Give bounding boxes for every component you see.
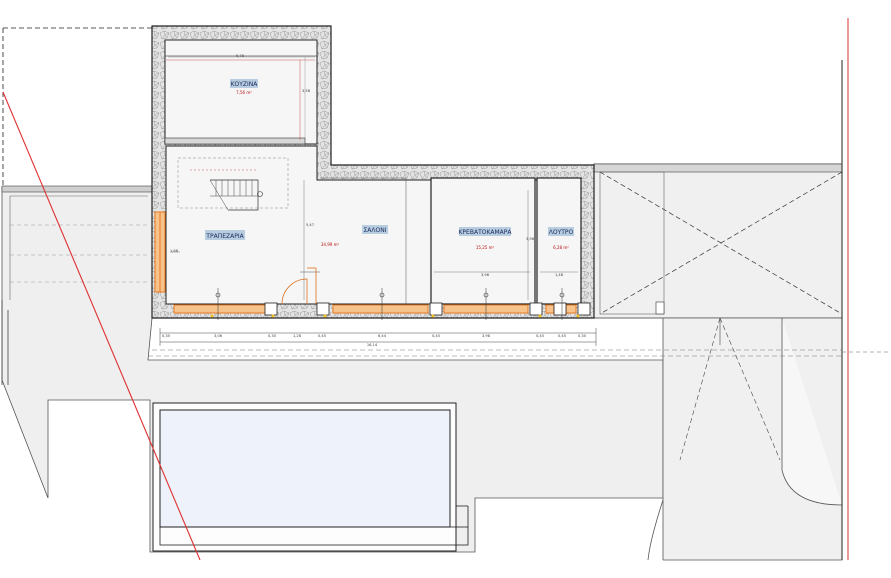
bathroom-name: ΛΟΥΤΡΟ xyxy=(549,229,574,236)
bottom-dimensions: 0,35 3,06 0,30 1,28 0,45 6,44 0,45 3,98 … xyxy=(162,334,587,347)
total-dim-text: 16,14 xyxy=(367,343,378,347)
bedroom-height-dim: 3,98 xyxy=(526,237,535,241)
dim-text: 6,44 xyxy=(378,334,387,338)
dim-text: 0,45 xyxy=(432,334,440,338)
dim-text: 3,06 xyxy=(214,334,223,338)
living-name: ΣΑΛΟΝΙ xyxy=(364,227,387,234)
terrace-right xyxy=(593,18,891,561)
bathroom-label: ΛΟΥΤΡΟ 6,28 m² 1,48 xyxy=(548,227,574,277)
bedroom-area: 15,25 m² xyxy=(476,245,495,250)
kitchen-width-dim: 5,78 xyxy=(236,54,245,58)
pool xyxy=(152,402,469,552)
bedroom-width-dim: 3,98 xyxy=(481,273,490,277)
bedroom-name: ΚΡΕΒΑΤΟΚΑΜΑΡΑ xyxy=(459,229,513,236)
kitchen-area: 7,56 m² xyxy=(236,90,252,95)
room-main-living xyxy=(165,145,582,305)
kitchen-height-dim: 3,58 xyxy=(302,89,311,93)
dimension-lines xyxy=(148,59,842,357)
living-label: ΣΑΛΟΝΙ 34,99 m² 5,47 xyxy=(306,223,388,247)
dim-text: 0,30 xyxy=(578,334,587,338)
bathroom-area: 6,28 m² xyxy=(553,245,569,250)
room-kitchen xyxy=(164,39,318,145)
left-wall-dim-text: 1,68 xyxy=(170,249,179,253)
columns xyxy=(210,288,591,320)
left-wall-dim: 1,68 xyxy=(170,249,179,253)
kitchen-name: ΚΟΥΖΙΝΑ xyxy=(231,81,259,88)
dim-text: 0,30 xyxy=(268,334,277,338)
dining-label: ΤΡΑΠΕΖΑΡΙΑ xyxy=(205,230,245,240)
bathroom-width-dim: 1,48 xyxy=(555,273,564,277)
section-cut-line xyxy=(2,91,201,561)
bedroom-label: ΚΡΕΒΑΤΟΚΑΜΑΡΑ 15,25 m² 3,98 3,98 xyxy=(459,227,535,277)
dim-text: 1,28 xyxy=(293,334,302,338)
upper-dashed-outline xyxy=(2,27,152,186)
dim-text: 3,98 xyxy=(482,334,491,338)
living-height-dim: 5,47 xyxy=(306,223,314,227)
dim-text: 0,45 xyxy=(558,334,566,338)
dim-text: 0,45 xyxy=(536,334,544,338)
living-area: 34,99 m² xyxy=(321,242,340,247)
dim-text: 0,35 xyxy=(162,334,170,338)
dining-name: ΤΡΑΠΕΖΑΡΙΑ xyxy=(205,233,244,240)
staircase xyxy=(177,157,289,211)
dim-text: 0,45 xyxy=(318,334,326,338)
kitchen-label: ΚΟΥΖΙΝΑ 7,56 m² 5,78 3,58 xyxy=(230,54,311,95)
